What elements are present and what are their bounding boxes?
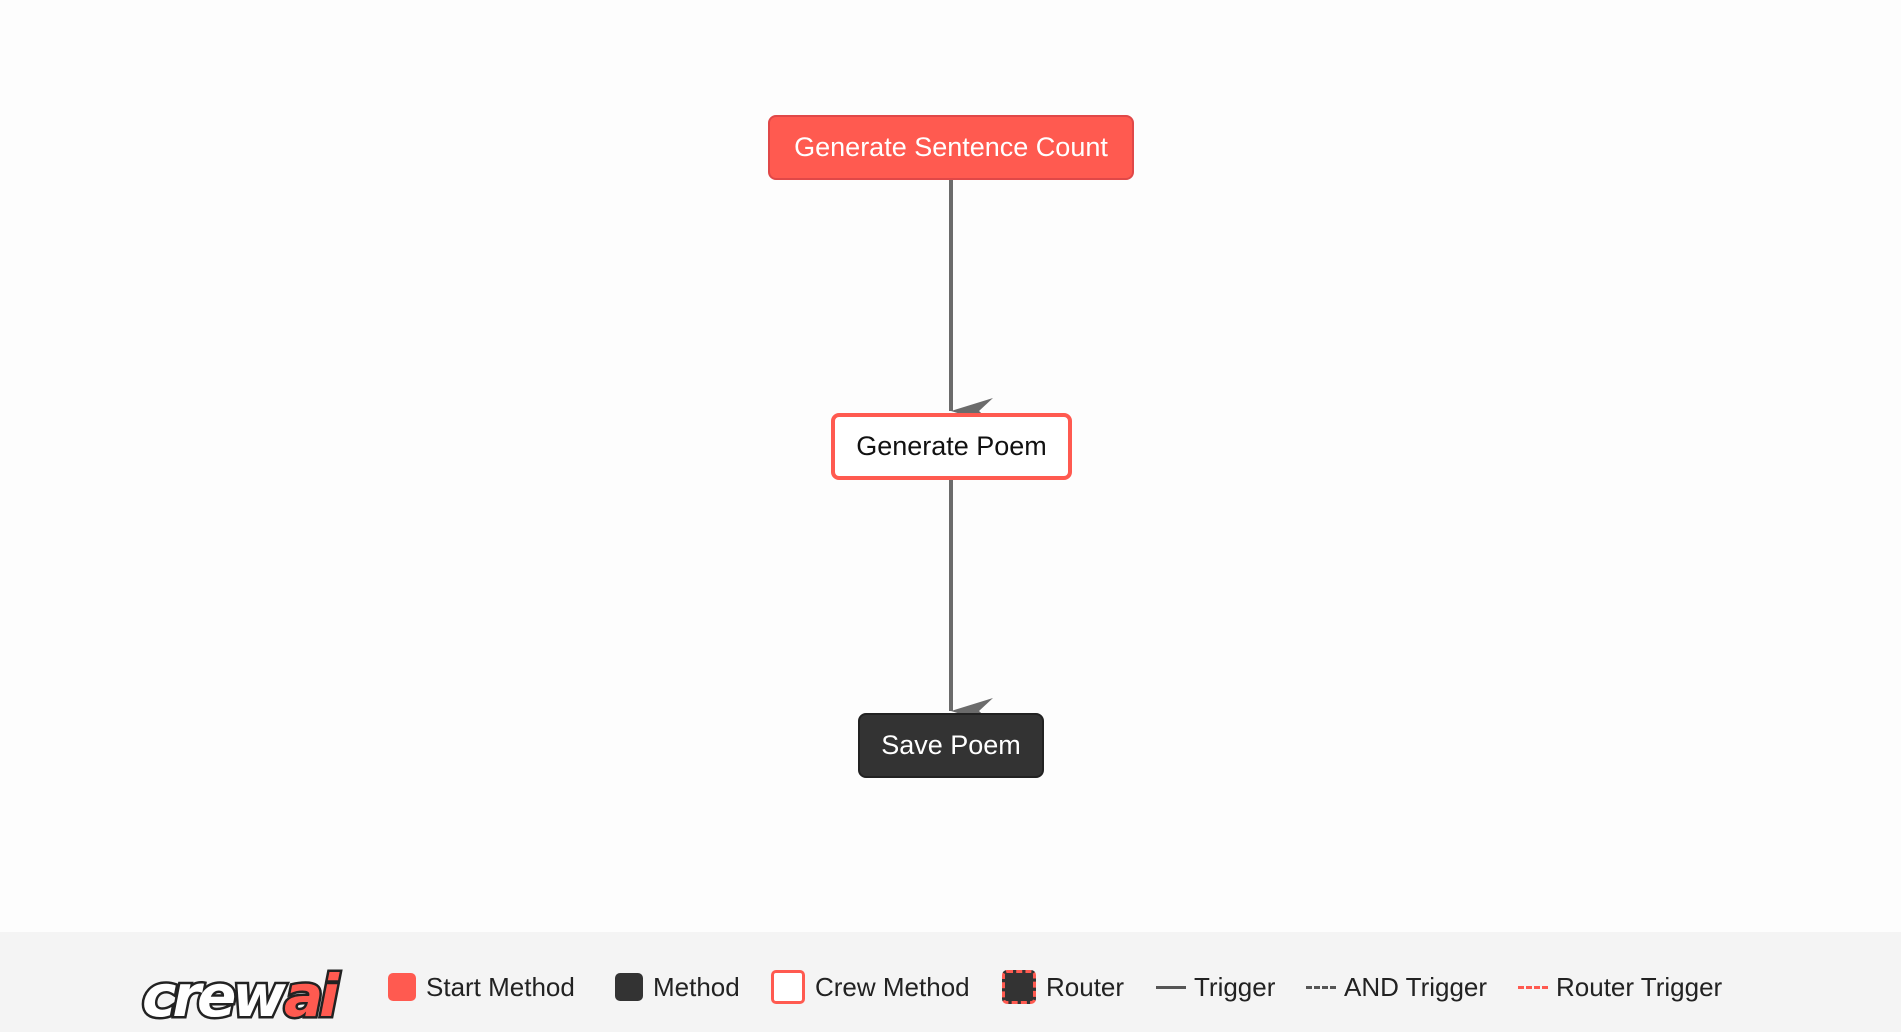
legend-label: Router bbox=[1046, 971, 1125, 1002]
red-dashed-line-icon bbox=[1518, 985, 1548, 989]
legend-item-router: Router bbox=[1002, 970, 1124, 1004]
dashed-line-icon bbox=[1306, 985, 1336, 989]
legend-item-trigger: Trigger bbox=[1156, 970, 1275, 1004]
legend-item-and-trigger: AND Trigger bbox=[1306, 970, 1487, 1004]
legend-label: Trigger bbox=[1194, 971, 1276, 1002]
legend-label: Method bbox=[653, 971, 740, 1002]
svg-text:crew: crew bbox=[142, 962, 286, 1030]
solid-line-icon bbox=[1156, 985, 1186, 989]
node-label: Generate Sentence Count bbox=[794, 132, 1108, 162]
node-save-poem[interactable]: Save Poem bbox=[858, 713, 1044, 778]
legend-item-crew-method: Crew Method bbox=[771, 970, 970, 1004]
legend-label: Crew Method bbox=[815, 971, 970, 1002]
method-swatch-icon bbox=[615, 973, 643, 1001]
node-generate-poem[interactable]: Generate Poem bbox=[831, 413, 1072, 480]
legend-label: Start Method bbox=[426, 971, 575, 1002]
node-label: Generate Poem bbox=[856, 431, 1047, 461]
legend-label: Router Trigger bbox=[1556, 971, 1723, 1002]
router-swatch-icon bbox=[1002, 970, 1036, 1004]
legend-label: AND Trigger bbox=[1344, 971, 1488, 1002]
legend-bar: crew ai Start Method Method Crew Method … bbox=[0, 932, 1901, 1032]
legend-item-start-method: Start Method bbox=[388, 970, 575, 1004]
svg-text:ai: ai bbox=[284, 962, 340, 1030]
crewai-logo: crew ai bbox=[140, 960, 347, 1032]
legend-item-method: Method bbox=[615, 970, 740, 1004]
legend-item-router-trigger: Router Trigger bbox=[1518, 970, 1722, 1004]
node-generate-sentence-count[interactable]: Generate Sentence Count bbox=[768, 115, 1134, 180]
start-method-swatch-icon bbox=[388, 973, 416, 1001]
node-label: Save Poem bbox=[881, 730, 1021, 760]
crew-method-swatch-icon bbox=[771, 970, 805, 1004]
